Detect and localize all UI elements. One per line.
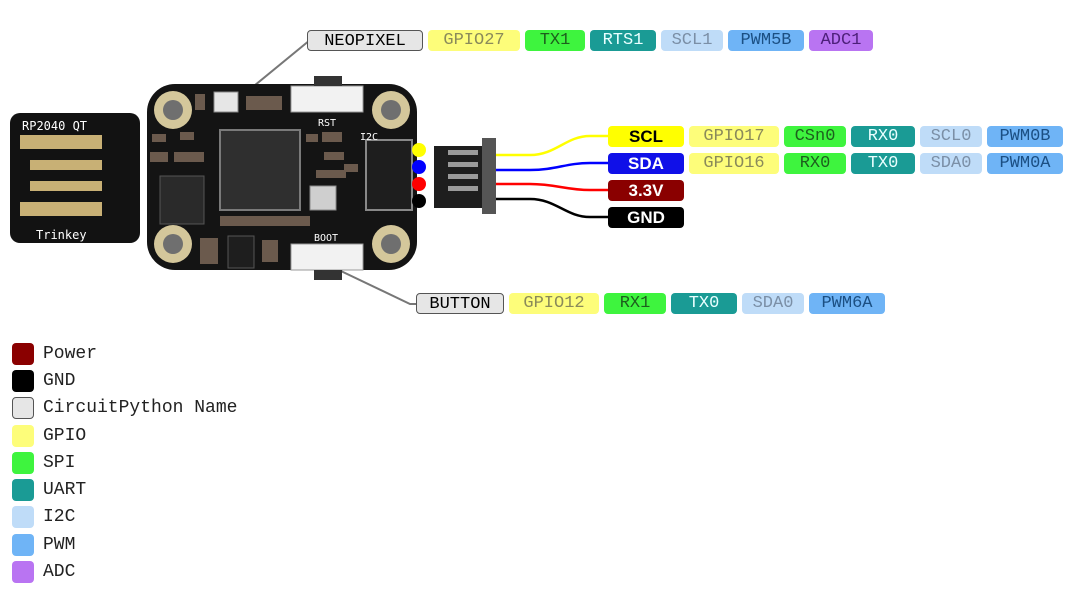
gnd-wire [496,197,608,219]
power-pin-dot [412,177,426,191]
neopixel-spi-label: TX1 [525,30,585,51]
mounting-hole [372,91,410,129]
neopixel-i2c-label: SCL1 [661,30,723,51]
neopixel-led [213,91,239,113]
legend-swatch [12,479,34,502]
legend-label: UART [43,480,87,501]
legend-label: CircuitPython Name [43,398,238,419]
stemma-qt-socket [365,139,413,211]
legend-item-gnd: GND [12,367,237,394]
legend-item-circuitpython-name: CircuitPython Name [12,395,237,422]
boot-button[interactable] [290,243,364,271]
mounting-hole [154,91,192,129]
sda-uart-label: TX0 [851,153,915,174]
voltage-regulator [227,235,255,269]
legend-item-gpio: GPIO [12,422,237,449]
legend-swatch [12,561,34,584]
legend-swatch [12,451,34,474]
board-label-top: RP2040 QT [22,119,87,133]
sda-wire [496,161,608,172]
flash-chip [159,175,205,225]
gnd-pin-dot [412,194,426,208]
button-leader-line [321,261,416,305]
crystal [309,185,337,211]
legend-label: PWM [43,534,76,555]
legend-label: GPIO [43,425,87,446]
button-pwm-label: PWM6A [809,293,885,314]
scl-pwm-label: PWM0B [987,126,1063,147]
legend-swatch [12,424,34,447]
sda-gpio-label: GPIO16 [689,153,779,174]
legend-item-adc: ADC [12,558,237,585]
sda-i2c-label: SDA0 [920,153,982,174]
legend-label: I2C [43,507,76,528]
legend-swatch [12,369,34,392]
legend-swatch [12,506,34,529]
rp2040-chip [219,129,301,211]
legend-label: Power [43,343,98,364]
scl-uart-label: RX0 [851,126,915,147]
neopixel-adc-label: ADC1 [809,30,873,51]
legend-label: GND [43,370,76,391]
scl-gpio-label: GPIO17 [689,126,779,147]
legend-swatch [12,397,34,420]
power-wire [496,182,608,192]
legend-swatch [12,533,34,556]
boot-label: BOOT [314,233,338,244]
mounting-hole [372,225,410,263]
power-label: 3.3V [608,180,684,201]
i2c-label: I2C [360,132,378,143]
button-gpio-label: GPIO12 [509,293,599,314]
scl-pin-dot [412,143,426,157]
legend-label: SPI [43,452,76,473]
board-label-bottom: Trinkey [36,228,87,242]
sda-pwm-label: PWM0A [987,153,1063,174]
mounting-hole [154,225,192,263]
stemma-qt-plug [434,138,496,214]
legend-item-pwm: PWM [12,531,237,558]
legend-item-i2c: I2C [12,504,237,531]
button-name-label: BUTTON [416,293,504,314]
sda-name-label: SDA [608,153,684,174]
neopixel-uart-label: RTS1 [590,30,656,51]
neopixel-name-label: NEOPIXEL [307,30,423,51]
usb-connector [10,113,140,243]
scl-wire [496,134,608,157]
legend-item-uart: UART [12,476,237,503]
button-spi-label: RX1 [604,293,666,314]
sda-spi-label: RX0 [784,153,846,174]
legend-item-spi: SPI [12,449,237,476]
sda-pin-dot [412,160,426,174]
legend-item-power: Power [12,340,237,367]
rst-label: RST [318,118,336,129]
scl-i2c-label: SCL0 [920,126,982,147]
scl-spi-label: CSn0 [784,126,846,147]
neopixel-gpio-label: GPIO27 [428,30,520,51]
gnd-label: GND [608,207,684,228]
button-i2c-label: SDA0 [742,293,804,314]
scl-name-label: SCL [608,126,684,147]
reset-button[interactable] [290,85,364,113]
button-uart-label: TX0 [671,293,737,314]
pcb: RST BOOT I2C [147,76,417,280]
legend: Power GND CircuitPython Name GPIO SPI UA… [12,340,237,586]
legend-swatch [12,342,34,365]
neopixel-pwm-label: PWM5B [728,30,804,51]
legend-label: ADC [43,562,76,583]
passive-components [150,94,358,264]
